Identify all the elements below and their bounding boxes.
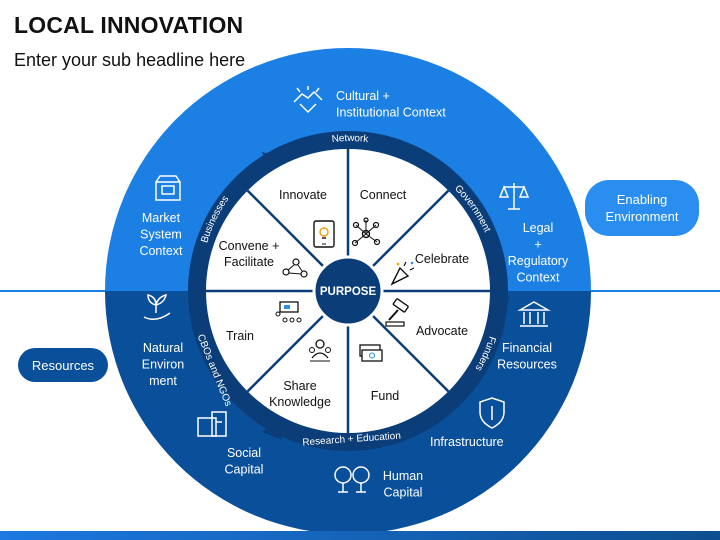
handshake-icon <box>293 86 323 114</box>
people-connect-icon <box>282 258 308 278</box>
segment-label-6: Train <box>226 329 254 343</box>
outer-labels: Cultural +Institutional ContextLegal+Reg… <box>139 89 569 500</box>
people-share-icon <box>309 339 331 362</box>
stakeholder-ring <box>188 131 508 451</box>
scales-icon <box>498 183 530 210</box>
enabling-environment-pill: Enabling Environment <box>585 180 699 236</box>
network-hub-icon <box>351 217 381 247</box>
segment-icons <box>275 217 415 362</box>
outer-icons <box>143 86 551 493</box>
segment-label-4: Fund <box>371 389 400 403</box>
purpose-center <box>312 255 384 327</box>
ring-arrow-e <box>495 296 510 310</box>
purpose-label: PURPOSE <box>320 286 377 298</box>
training-board-icon <box>275 301 302 323</box>
enabling-environment-label: Enabling Environment <box>605 192 679 224</box>
ring-arrow-sw <box>262 422 282 440</box>
money-bag-icon <box>197 411 227 437</box>
segment-label-3: Advocate <box>416 324 468 338</box>
page-subtitle: Enter your sub headline here <box>14 50 246 70</box>
resources-pill: Resources <box>18 348 108 382</box>
people-dollar-icon <box>334 466 370 493</box>
segment-label-1: Connect <box>360 188 407 202</box>
party-popper-icon <box>390 261 415 286</box>
shield-icon <box>479 397 505 429</box>
outer-label-3: Infrastructure <box>430 435 504 449</box>
page-title: LOCAL INNOVATION <box>14 12 244 38</box>
ring-arrow-nw <box>262 152 284 170</box>
market-stall-icon <box>155 175 181 201</box>
segment-label-2: Celebrate <box>415 252 469 266</box>
segment-label-0: Innovate <box>279 188 327 202</box>
money-stack-icon <box>359 344 383 362</box>
segment-label-7: Convene +Facilitate <box>219 239 280 269</box>
ring-arrows <box>262 148 510 440</box>
tablet-lightbulb-icon <box>313 220 335 248</box>
ring-label-network: Network <box>331 133 370 145</box>
resources-label: Resources <box>31 357 95 373</box>
gavel-icon <box>385 298 409 327</box>
bank-icon <box>517 301 551 327</box>
bottom-accent-bar <box>0 531 720 540</box>
ring-arrow-ne <box>405 148 424 170</box>
outer-label-0: Cultural +Institutional Context <box>336 89 446 120</box>
plant-hand-icon <box>143 293 171 320</box>
